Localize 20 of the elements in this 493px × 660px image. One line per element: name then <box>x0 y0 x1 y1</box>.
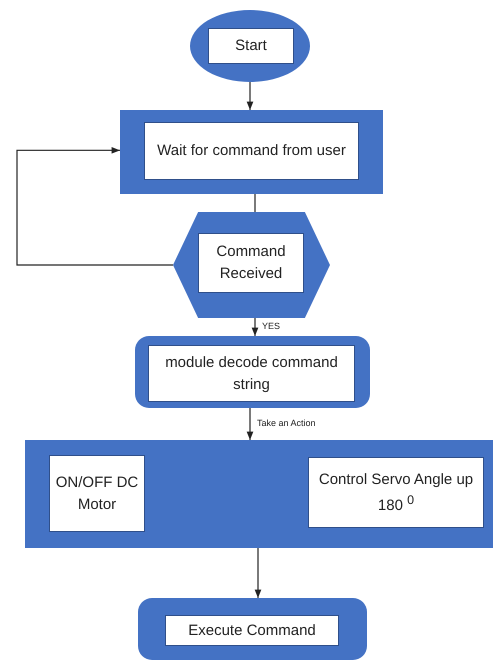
arrow <box>246 82 254 110</box>
terminal-box <box>138 598 367 660</box>
text-box: Command Received <box>198 233 304 293</box>
arrow <box>246 408 254 440</box>
edge-label: Take an Action <box>255 418 318 428</box>
action-box <box>308 457 484 528</box>
action-band <box>25 440 493 548</box>
arrow <box>16 146 173 266</box>
text-box: Start <box>208 28 294 64</box>
process-box <box>120 110 383 194</box>
arrow <box>252 318 258 336</box>
text-box: Execute Command <box>165 615 339 646</box>
node-text: Control Servo Angle up 180 $^{0}$ <box>318 470 474 516</box>
process-box <box>135 336 370 408</box>
text-box: Wait for command from user <box>144 122 359 180</box>
edge-label: YES <box>260 321 282 331</box>
arrow <box>254 548 262 598</box>
action-box <box>49 455 145 532</box>
node-text: ON/OFF DC Motor <box>54 472 140 514</box>
text-box: module decode command string <box>148 345 355 402</box>
